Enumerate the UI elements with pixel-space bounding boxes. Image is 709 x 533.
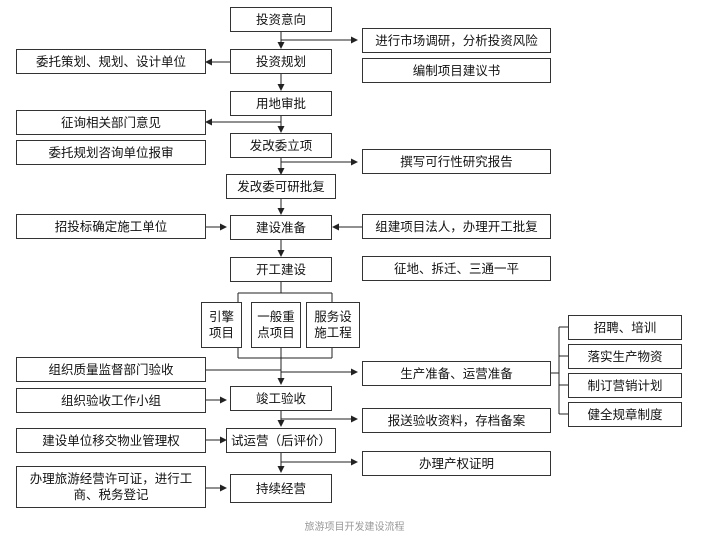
step-label: 开工建设 — [255, 261, 306, 277]
step-land-approval: 用地审批 — [230, 91, 332, 116]
step-label: 发改委可研批复 — [237, 178, 325, 194]
step-label: 竣工验收 — [255, 390, 306, 406]
left-acceptance-team: 组织验收工作小组 — [16, 388, 206, 413]
step-label: 投资意向 — [255, 11, 306, 27]
step-continued-operation: 持续经营 — [230, 474, 332, 503]
project-type-label: 服务设施工程 — [314, 309, 352, 340]
note-label: 健全规章制度 — [587, 406, 663, 422]
step-investment-planning: 投资规划 — [230, 49, 332, 74]
left-licenses: 办理旅游经营许可证，进行工商、税务登记 — [16, 466, 206, 508]
right-land-clearing: 征地、拆迁、三通一平 — [362, 256, 551, 281]
right-property-cert: 办理产权证明 — [362, 451, 551, 476]
note-label: 撰写可行性研究报告 — [400, 153, 513, 169]
note-label: 征询相关部门意见 — [60, 114, 161, 130]
left-consult-departments: 征询相关部门意见 — [16, 110, 206, 135]
step-construction-prep: 建设准备 — [230, 215, 332, 240]
far-right-training: 招聘、培训 — [568, 315, 682, 340]
step-trial-operation: 试运营（后评价） — [226, 428, 336, 453]
step-label: 建设准备 — [255, 219, 306, 235]
right-filing: 报送验收资料，存档备案 — [362, 408, 551, 433]
project-type-key: 一般重点项目 — [251, 302, 301, 348]
right-legal-entity: 组建项目法人，办理开工批复 — [362, 214, 551, 239]
far-right-marketing: 制订营销计划 — [568, 373, 682, 398]
far-right-regulations: 健全规章制度 — [568, 402, 682, 427]
note-label: 办理产权证明 — [418, 455, 494, 471]
right-market-research: 进行市场调研，分析投资风险 — [362, 28, 551, 53]
note-label: 委托规划咨询单位报审 — [48, 144, 174, 160]
step-start-construction: 开工建设 — [230, 257, 332, 282]
left-tender: 招投标确定施工单位 — [16, 214, 206, 239]
note-label: 报送验收资料，存档备案 — [387, 412, 526, 428]
step-completion-acceptance: 竣工验收 — [230, 386, 332, 411]
note-label: 组织验收工作小组 — [60, 392, 161, 408]
note-label: 生产准备、运营准备 — [400, 365, 513, 381]
left-planning-review: 委托规划咨询单位报审 — [16, 140, 206, 165]
note-label: 落实生产物资 — [587, 348, 663, 364]
note-label: 招聘、培训 — [593, 319, 657, 335]
note-label: 征地、拆迁、三通一平 — [393, 260, 519, 276]
step-project-approval: 发改委立项 — [230, 133, 332, 158]
left-quality-inspection: 组织质量监督部门验收 — [16, 357, 206, 382]
project-type-label: 一般重点项目 — [257, 309, 295, 340]
far-right-materials: 落实生产物资 — [568, 344, 682, 369]
step-label: 试运营（后评价） — [230, 432, 331, 448]
left-property-handover: 建设单位移交物业管理权 — [16, 428, 206, 453]
right-project-proposal: 编制项目建议书 — [362, 58, 551, 83]
note-label: 编制项目建议书 — [412, 62, 501, 78]
figure-caption: 旅游项目开发建设流程 — [304, 522, 405, 533]
step-investment-intent: 投资意向 — [230, 7, 332, 32]
project-type-facilities: 服务设施工程 — [306, 302, 360, 348]
right-production-prep: 生产准备、运营准备 — [362, 361, 551, 386]
note-label: 进行市场调研，分析投资风险 — [375, 32, 538, 48]
right-feasibility-report: 撰写可行性研究报告 — [362, 149, 551, 174]
step-label: 用地审批 — [255, 95, 306, 111]
note-label: 委托策划、规划、设计单位 — [35, 53, 186, 69]
note-label: 组织质量监督部门验收 — [48, 361, 174, 377]
left-delegate-design: 委托策划、规划、设计单位 — [16, 49, 206, 74]
note-label: 组建项目法人，办理开工批复 — [375, 218, 538, 234]
step-label: 发改委立项 — [249, 137, 313, 153]
note-label: 制订营销计划 — [587, 377, 663, 393]
step-feasibility-approval: 发改委可研批复 — [226, 174, 336, 199]
note-label: 办理旅游经营许可证，进行工商、税务登记 — [29, 471, 193, 502]
note-label: 建设单位移交物业管理权 — [42, 432, 180, 448]
step-label: 投资规划 — [255, 53, 306, 69]
note-label: 招投标确定施工单位 — [54, 218, 168, 234]
step-label: 持续经营 — [255, 480, 306, 496]
project-type-label: 引擎项目 — [208, 309, 234, 340]
project-type-engine: 引擎项目 — [201, 302, 242, 348]
